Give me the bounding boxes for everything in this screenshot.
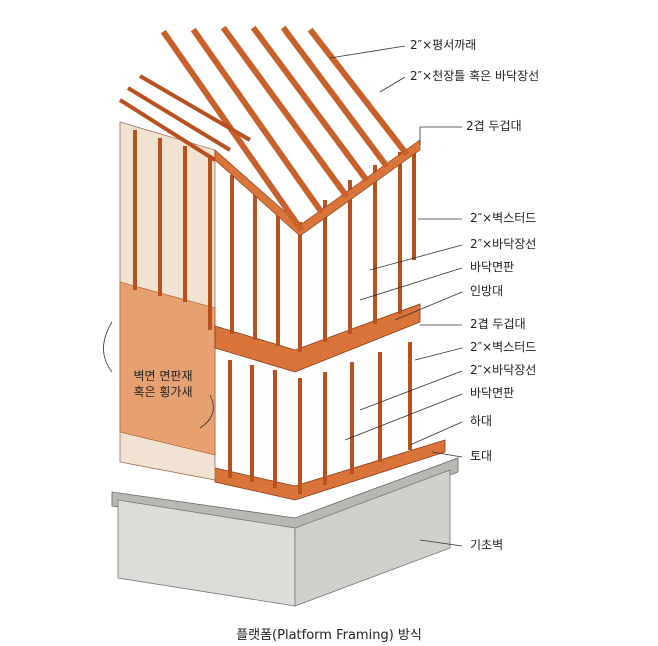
lower-studs [228,342,412,494]
label-subfloor-upper: 바닥면판 [470,260,515,274]
upper-studs [133,130,416,352]
label-double-top-plate-lower: 2겹 두겁대 [470,317,526,331]
label-wall-stud-lower: 2″×벽스터드 [470,340,537,354]
label-ceiling-joist: 2″×천장틀 혹은 바닥장선 [410,69,540,83]
label-sill: 토대 [470,449,493,463]
sheathing-line1: 벽면 면판재 [133,369,193,383]
second-floor-platform [214,303,421,373]
label-floor-joist-lower: 2″×바닥장선 [470,363,537,377]
sill-plate [214,439,446,501]
label-double-top-plate-upper: 2겹 두겁대 [466,119,522,133]
ceiling-joists [118,74,252,162]
label-wall-stud-upper: 2″×벽스터드 [470,211,537,225]
label-header: 인방대 [470,284,504,298]
caption: 플랫폼(Platform Framing) 방식 [236,628,422,643]
leader-lines [103,45,463,547]
sheathing-line2: 혹은 횡가새 [133,385,193,399]
label-sole-plate: 하대 [470,414,493,428]
label-subfloor-lower: 바닥면판 [470,386,515,400]
label-floor-joist-upper: 2″×바닥장선 [470,237,537,251]
label-foundation-wall: 기초벽 [470,538,504,552]
rafters [160,25,410,233]
foundation-wall-right [294,469,451,607]
label-sheathing: 벽면 면판재 혹은 횡가새 [118,368,208,400]
label-rafter: 2″×평서까래 [410,38,477,52]
